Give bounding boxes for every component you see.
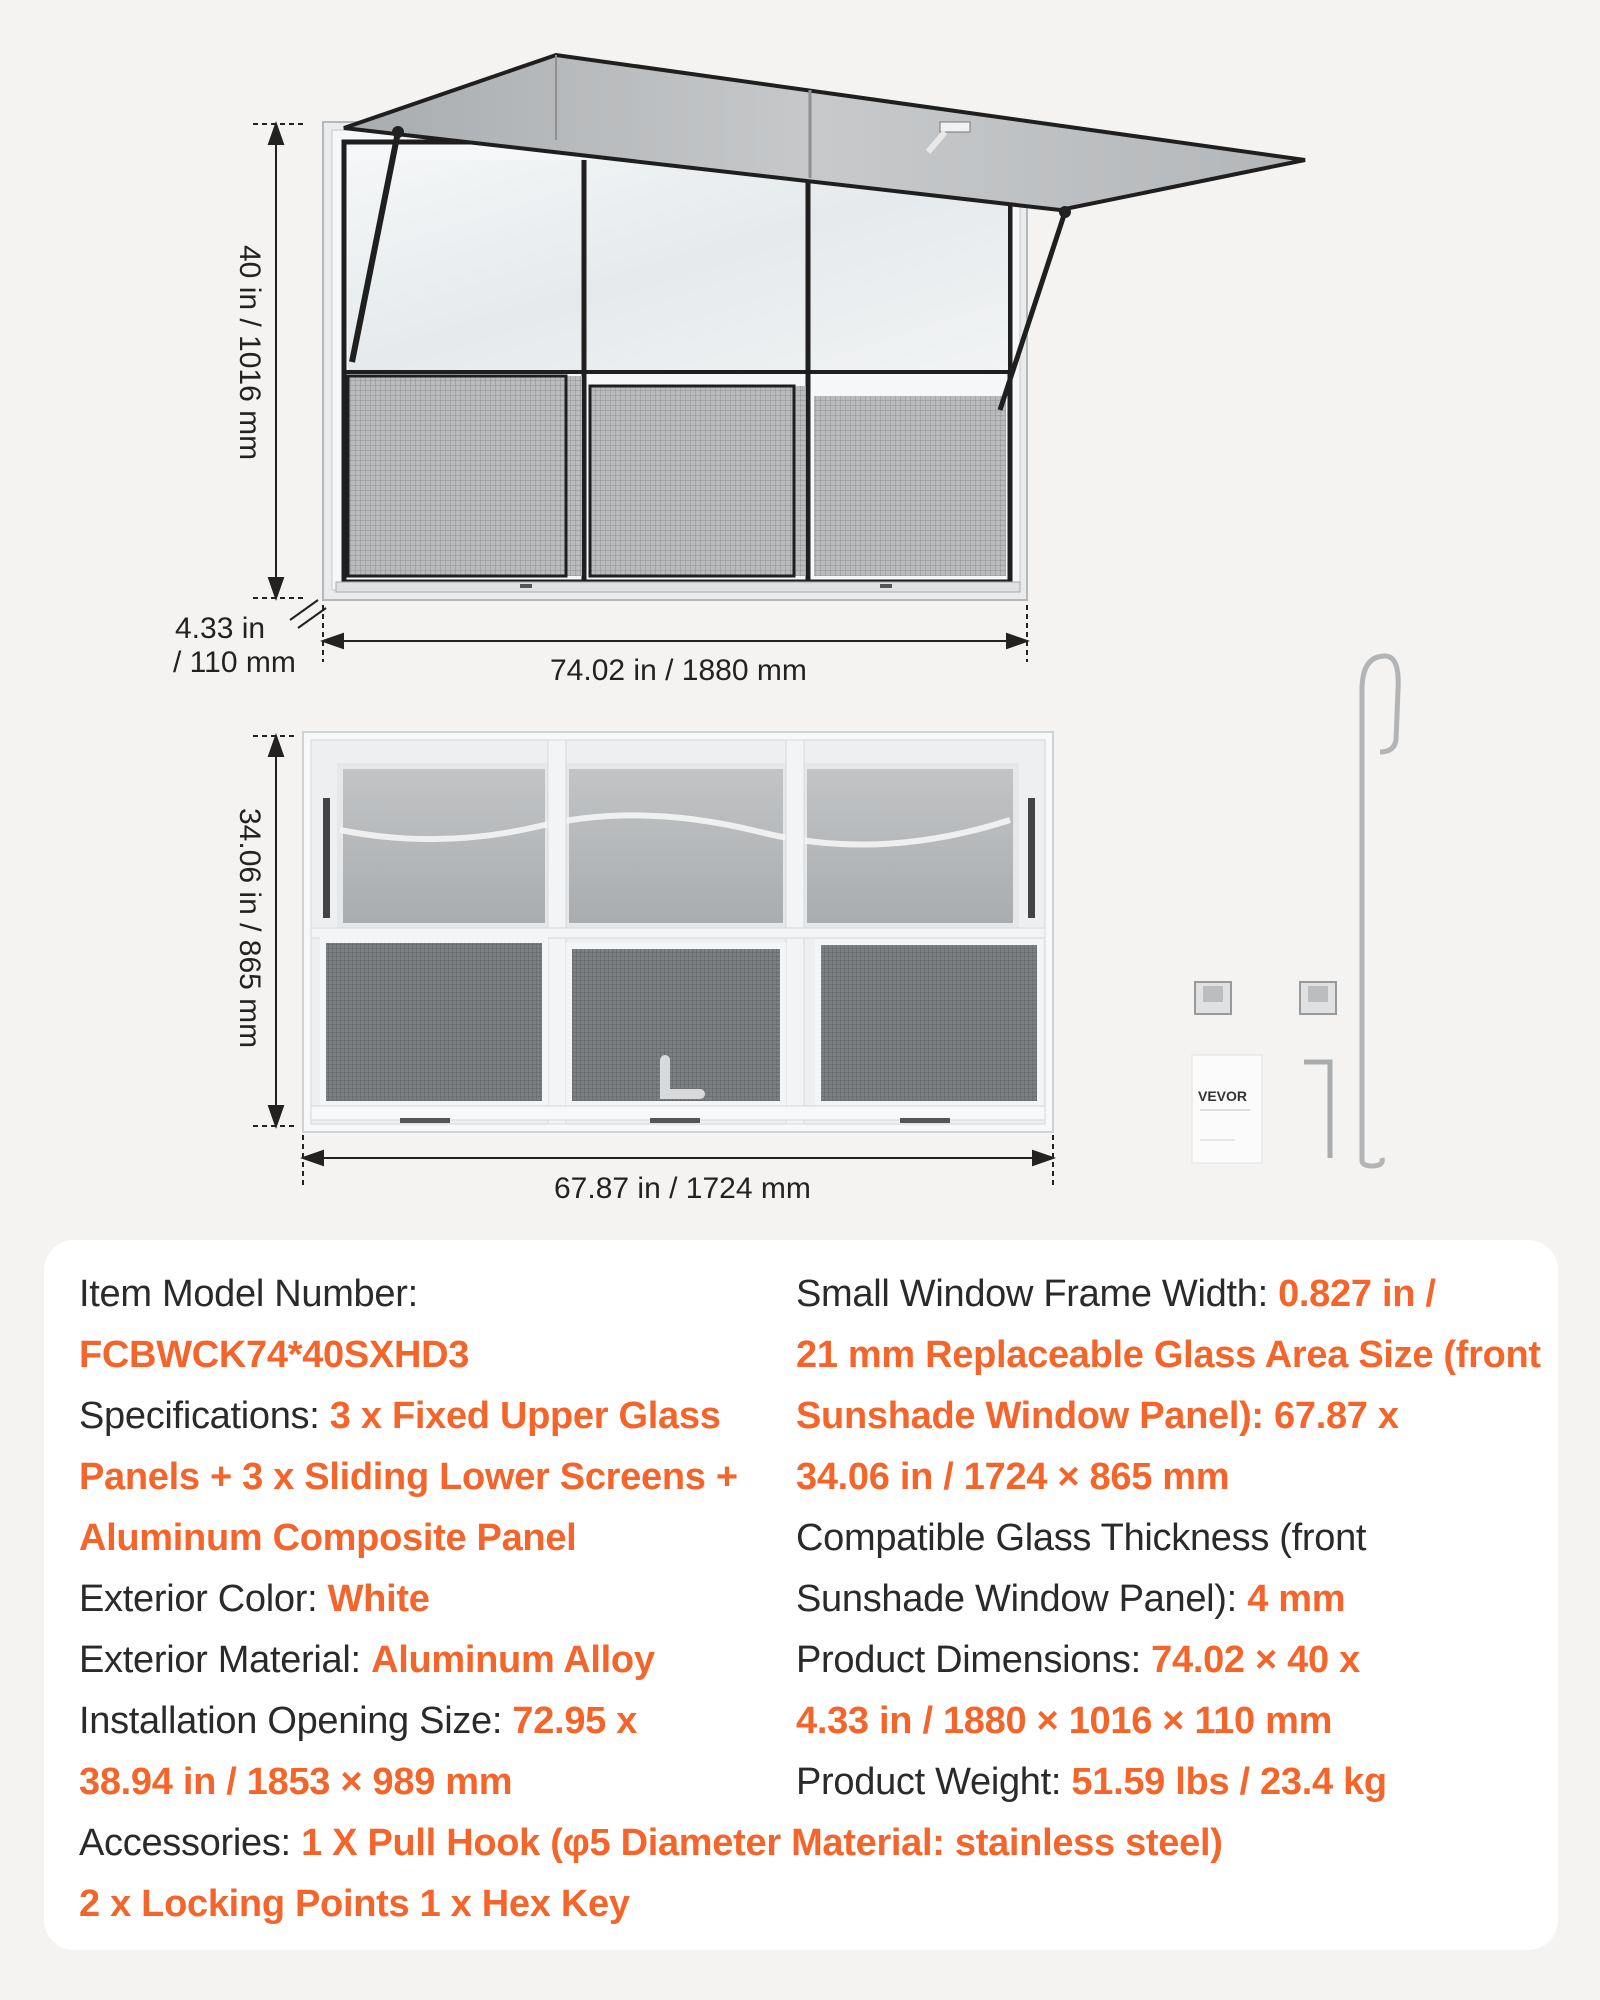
dimension-lines-top [253,120,1031,662]
dimension-lines-front [253,732,1057,1186]
gas-struts [349,126,1071,411]
top-window-frame [322,121,1028,601]
locking-point-left [1194,981,1232,1015]
hex-key [1304,1059,1333,1158]
spec-card [44,1240,1558,1950]
manual-booklet [1191,1054,1263,1164]
open-window-illustration [253,52,1401,1186]
spec-product-dimensions: Product Dimensions: 74.02 × 40 x [796,1639,1360,1681]
top-width-label: 74.02 in / 1880 mm [550,654,807,687]
spec-model-label: Item Model Number: [79,1273,418,1315]
spec-frame-width-4: 34.06 in / 1724 × 865 mm [796,1456,1230,1498]
spec-specifications: Specifications: 3 x Fixed Upper Glass [79,1395,721,1437]
top-depth-label-2: / 110 mm [173,646,296,679]
top-depth-label-1: 4.33 in [175,612,266,645]
front-height-label: 34.06 in / 865 mm [233,808,266,1049]
spec-opening-size-2: 38.94 in / 1853 × 989 mm [79,1761,513,1803]
spec-model-value: FCBWCK74*40SXHD3 [79,1334,470,1376]
spec-exterior-color: Exterior Color: White [79,1578,430,1620]
spec-specifications-2: Panels + 3 x Sliding Lower Screens + [79,1456,738,1498]
top-height-label: 40 in / 1016 mm [233,245,266,461]
spec-product-weight: Product Weight: 51.59 lbs / 23.4 kg [796,1761,1387,1803]
spec-specifications-3: Aluminum Composite Panel [79,1517,577,1559]
pull-hook [1359,653,1401,1169]
spec-accessories: Accessories: 1 X Pull Hook (φ5 Diameter … [79,1822,1223,1864]
front-width-label: 67.87 in / 1724 mm [554,1172,811,1205]
spec-accessories-2: 2 x Locking Points 1 x Hex Key [79,1883,630,1925]
awning-panel [343,52,1306,213]
spec-frame-width: Small Window Frame Width: 0.827 in / [796,1273,1436,1315]
spec-product-dimensions-2: 4.33 in / 1880 × 1016 × 110 mm [796,1700,1333,1742]
front-window-illustration [302,731,1054,1133]
spec-frame-width-3: Sunshade Window Panel): 67.87 x [796,1395,1399,1437]
spec-glass-thickness: Compatible Glass Thickness (front [796,1517,1367,1559]
spec-exterior-material: Exterior Material: Aluminum Alloy [79,1639,655,1681]
booklet-brand: VEVOR [1198,1088,1248,1104]
sliding-screens-top [346,374,1006,578]
locking-point-right [1299,981,1337,1015]
spec-opening-size: Installation Opening Size: 72.95 x [79,1700,638,1742]
spec-glass-thickness-2: Sunshade Window Panel): 4 mm [796,1578,1346,1620]
spec-frame-width-2: 21 mm Replaceable Glass Area Size (front [796,1334,1541,1376]
